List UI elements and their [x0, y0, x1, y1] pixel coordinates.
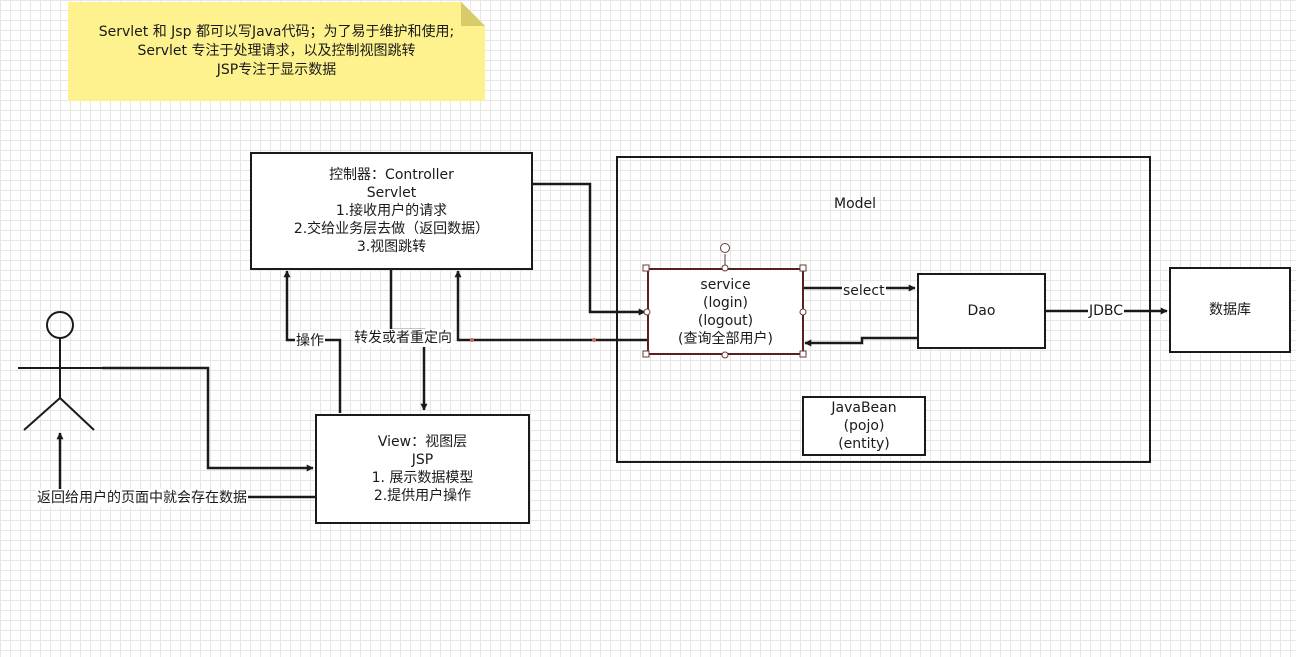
javabean-line-1: JavaBean	[831, 400, 897, 416]
model-container	[616, 156, 1151, 463]
service-to-controller-arrow	[454, 270, 647, 342]
user-actor-icon	[18, 311, 102, 431]
operate-label: 操作	[295, 332, 325, 350]
service-line-2: (login)	[702, 294, 749, 311]
note-line-3: JSP专注于显示数据	[216, 62, 337, 78]
note-fold-corner	[461, 2, 485, 26]
controller-line-3: 1.接收用户的请求	[335, 203, 448, 219]
controller-to-service-arrow	[532, 182, 646, 316]
view-box: View：视图层 JSP 1. 展示数据模型 2.提供用户操作	[315, 414, 530, 524]
dao-box: Dao	[917, 273, 1046, 349]
database-label: 数据库	[1209, 302, 1251, 318]
view-line-2: JSP	[411, 452, 434, 468]
note-line-1: Servlet 和 Jsp 都可以写Java代码；为了易于维护和使用;	[98, 24, 455, 40]
controller-line-5: 3.视图跳转	[356, 239, 427, 255]
note-line-2: Servlet 专注于处理请求，以及控制视图跳转	[137, 43, 416, 59]
view-to-user-arrow	[56, 432, 315, 499]
view-line-3: 1. 展示数据模型	[371, 470, 474, 486]
user-to-view-arrow	[102, 366, 314, 472]
database-box: 数据库	[1169, 267, 1291, 353]
view-line-4: 2.提供用户操作	[373, 488, 472, 504]
dao-label: Dao	[967, 303, 996, 319]
javabean-line-2: (pojo)	[843, 418, 885, 434]
dao-to-service-arrow	[804, 336, 917, 347]
view-line-1: View：视图层	[377, 434, 468, 450]
jdbc-label: JDBC	[1088, 302, 1125, 320]
controller-line-1: 控制器：Controller	[329, 167, 454, 183]
javabean-box: JavaBean (pojo) (entity)	[802, 396, 926, 456]
service-box[interactable]: service (login) (logout) (查询全部用户)	[647, 268, 804, 355]
return-data-label: 返回给用户的页面中就会存在数据	[36, 489, 248, 507]
controller-box: 控制器：Controller Servlet 1.接收用户的请求 2.交给业务层…	[250, 152, 533, 270]
service-line-4: (查询全部用户)	[678, 330, 773, 347]
service-line-1: service	[700, 276, 751, 293]
model-title: Model	[834, 196, 877, 212]
sticky-note: Servlet 和 Jsp 都可以写Java代码；为了易于维护和使用; Serv…	[68, 2, 485, 101]
javabean-line-3: (entity)	[838, 436, 890, 452]
controller-line-2: Servlet	[366, 185, 417, 201]
forward-redirect-label: 转发或者重定向	[353, 329, 453, 347]
service-line-3: (logout)	[697, 312, 754, 329]
select-label: select	[842, 282, 886, 300]
controller-line-4: 2.交给业务层去做（返回数据）	[293, 221, 490, 237]
